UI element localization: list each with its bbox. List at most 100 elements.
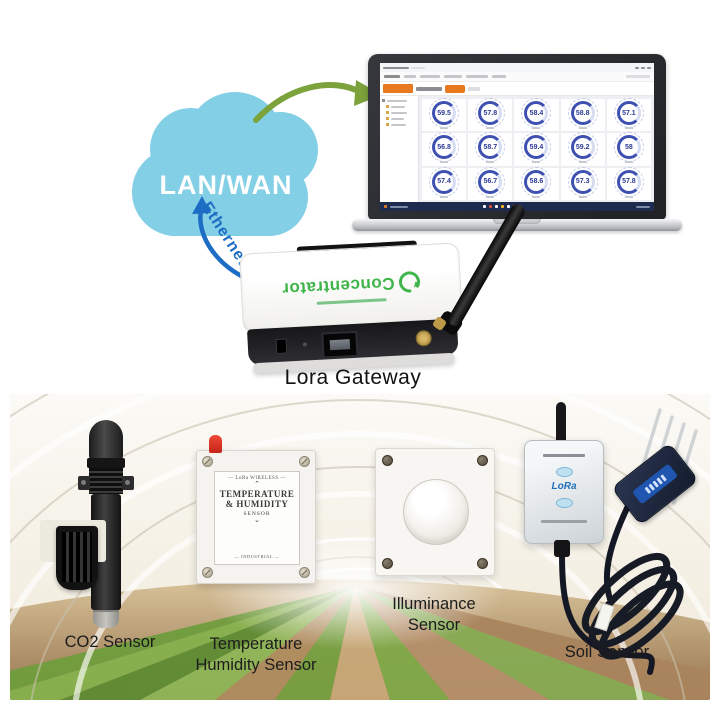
gauge-dial: 59.5 bbox=[429, 98, 460, 129]
minimize-button bbox=[635, 66, 639, 69]
gateway-logo-text: Concentrator bbox=[281, 273, 395, 299]
device-tree-sidebar bbox=[380, 96, 419, 202]
th-sensor-faceplate: — LoRa WIRELESS — ⌃ TEMPERATURE& HUMIDIT… bbox=[214, 471, 300, 565]
taskbar-icon bbox=[488, 205, 492, 208]
close-button bbox=[647, 66, 651, 69]
gauge-value: 57.3 bbox=[575, 178, 590, 186]
gauge-value: 58 bbox=[624, 143, 633, 151]
gauge-card: 57.3 bbox=[560, 166, 605, 200]
screw-icon bbox=[202, 456, 213, 467]
screw-icon bbox=[477, 455, 488, 466]
titlebar-text bbox=[411, 66, 425, 69]
soil-sensor-label: Soil Sensor bbox=[564, 643, 650, 661]
tree-item bbox=[382, 111, 416, 114]
gauge-caption-placeholder bbox=[486, 161, 495, 164]
taskbar-text bbox=[390, 205, 408, 208]
gauge-caption-placeholder bbox=[486, 195, 495, 198]
gauge-dial: 56.7 bbox=[475, 166, 506, 197]
gauge-dial: 58.7 bbox=[475, 132, 506, 163]
soil-sensor-transmitter: LoRa bbox=[524, 440, 604, 544]
gauge-card: 58.7 bbox=[468, 132, 513, 166]
transmitter-lora-text: LoRa bbox=[551, 481, 577, 492]
gauge-caption-placeholder bbox=[440, 195, 449, 198]
menu-item bbox=[444, 75, 462, 78]
toolbar bbox=[380, 82, 654, 96]
gauge-caption-placeholder bbox=[532, 127, 541, 130]
gauge-value: 57.4 bbox=[437, 178, 451, 186]
gateway-top-face: Concentrator bbox=[239, 242, 463, 334]
window-titlebar bbox=[380, 63, 654, 72]
dashboard-panel: 59.5 57.8 bbox=[419, 96, 654, 202]
gauge-dial: 57.8 bbox=[613, 166, 644, 197]
cloud-to-laptop-arrow bbox=[253, 80, 382, 123]
gauge-card: 57.8 bbox=[606, 166, 651, 200]
th-antenna-nub bbox=[209, 435, 222, 453]
tree-item bbox=[382, 123, 416, 126]
laptop-screen: 59.5 57.8 bbox=[380, 63, 654, 211]
screw-icon bbox=[299, 567, 310, 578]
gauge-caption-placeholder bbox=[578, 195, 587, 198]
gauge-caption-placeholder bbox=[624, 161, 633, 164]
caret-down-icon: ⌄ bbox=[254, 516, 260, 524]
gauge-card: 57.1 bbox=[606, 98, 651, 132]
gauge-caption-placeholder bbox=[486, 127, 495, 130]
mount-bracket bbox=[122, 476, 134, 490]
co2-sensor-collar bbox=[87, 458, 125, 468]
gauge-dial: 57.1 bbox=[613, 98, 644, 129]
transmitter-text-placeholder bbox=[543, 454, 585, 457]
taskbar-icon bbox=[482, 205, 486, 208]
taskbar-icon bbox=[506, 205, 510, 208]
illuminance-sensor bbox=[375, 448, 495, 576]
toolbar-text bbox=[416, 86, 442, 91]
co2-sensor-label: CO2 Sensor bbox=[64, 633, 156, 651]
screw-icon bbox=[477, 558, 488, 569]
taskbar-icon bbox=[384, 205, 387, 208]
screw-icon bbox=[382, 558, 393, 569]
antenna-connector bbox=[415, 329, 433, 347]
temperature-humidity-label: Temperature Humidity Sensor bbox=[170, 634, 342, 676]
menu-bar bbox=[380, 72, 654, 82]
gauge-grid: 59.5 57.8 bbox=[422, 98, 651, 200]
gauge-dial: 57.3 bbox=[567, 166, 598, 197]
menubar-right-text bbox=[626, 75, 650, 78]
gauge-value: 58.8 bbox=[575, 109, 590, 117]
taskbar-icon bbox=[500, 205, 504, 208]
label-line: Illuminance bbox=[392, 595, 476, 613]
gauge-value: 57.8 bbox=[483, 109, 498, 117]
illuminance-dome bbox=[403, 479, 469, 545]
gauge-card: 59.2 bbox=[560, 132, 605, 166]
th-sensor-probe bbox=[56, 526, 98, 590]
gauge-card: 59.4 bbox=[514, 132, 559, 166]
power-switch bbox=[275, 338, 288, 355]
taskbar-clock bbox=[636, 205, 650, 208]
status-led bbox=[302, 342, 307, 347]
gauge-value: 58.7 bbox=[483, 143, 498, 151]
cloud-shape bbox=[136, 158, 308, 236]
concentrator-logo-icon bbox=[398, 271, 420, 292]
gauge-card: 57.4 bbox=[422, 166, 467, 200]
soil-transmitter-antenna bbox=[556, 402, 566, 444]
gauge-value: 57.8 bbox=[622, 178, 636, 186]
cloud-label: LAN/WAN bbox=[159, 170, 293, 200]
gauge-card: 57.8 bbox=[468, 98, 513, 132]
screw-icon bbox=[202, 567, 213, 578]
gauge-dial: 57.4 bbox=[429, 166, 460, 197]
temperature-humidity-sensor: — LoRa WIRELESS — ⌃ TEMPERATURE& HUMIDIT… bbox=[196, 435, 316, 584]
toolbar-button bbox=[445, 84, 465, 93]
illuminance-sensor-label: Illuminance Sensor bbox=[354, 594, 514, 636]
tree-item bbox=[382, 117, 416, 120]
gauge-dial: 56.8 bbox=[429, 132, 460, 163]
gauge-dial: 58.4 bbox=[521, 98, 552, 129]
gauge-card: 58.6 bbox=[514, 166, 559, 200]
gauge-dial: 58 bbox=[613, 132, 644, 163]
gauge-card: 58 bbox=[606, 132, 651, 166]
gauge-card: 56.8 bbox=[422, 132, 467, 166]
label-line: Sensor bbox=[407, 616, 461, 634]
menu-item bbox=[420, 75, 440, 78]
gateway-caption: Lora Gateway bbox=[284, 366, 422, 389]
th-panel-sensor-text: SENSOR bbox=[243, 511, 271, 517]
gauge-value: 58.4 bbox=[529, 109, 544, 117]
gauge-caption-placeholder bbox=[532, 195, 541, 198]
screw-icon bbox=[382, 455, 393, 466]
